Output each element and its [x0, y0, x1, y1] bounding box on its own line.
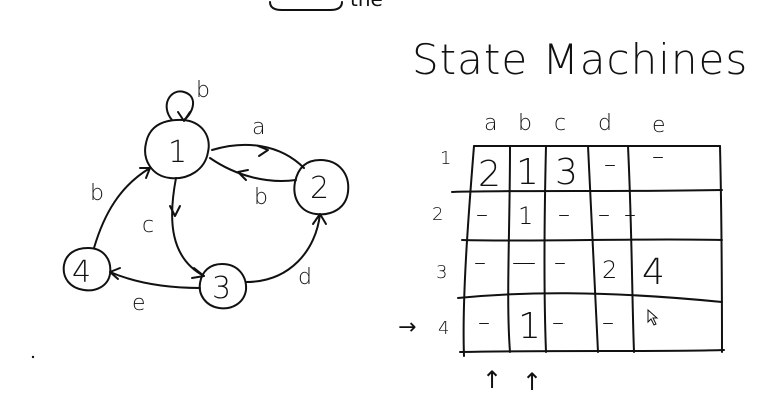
grid-line: [457, 292, 723, 303]
edge-1-to-3: c: [142, 177, 205, 279]
column-header-e: e: [652, 113, 666, 138]
row-header-2: 2: [432, 204, 443, 225]
table-cell: 2: [478, 154, 501, 195]
edge-label: a: [252, 115, 265, 140]
row-header-4: 4: [438, 318, 449, 339]
grid-line: [461, 238, 723, 242]
table-cell: 4: [642, 252, 665, 293]
state-circle: [198, 263, 248, 310]
page-title: State Machines: [412, 35, 748, 84]
edge-line: [211, 143, 305, 169]
row-header-3: 3: [436, 262, 447, 283]
grid-line: [507, 145, 511, 353]
mouse-cursor-icon: [647, 308, 659, 326]
edge-3-to-2: d: [245, 213, 327, 290]
table-cell: –: [478, 308, 490, 336]
table-cell: –: [476, 200, 488, 228]
state-node-2: 2: [293, 159, 350, 216]
column-header-b: b: [518, 111, 532, 136]
row-header-1: 1: [440, 148, 451, 169]
edge-label: b: [90, 181, 104, 206]
state-circle: [293, 159, 350, 216]
edge-line: [209, 157, 297, 182]
state-label: 3: [212, 271, 231, 306]
arrowhead: [139, 167, 151, 179]
edge-1-to-2: a: [211, 115, 305, 169]
state-node-3: 3: [198, 263, 248, 310]
arrowhead: [177, 111, 191, 122]
state-label: 4: [72, 255, 91, 290]
grid-line: [587, 145, 599, 353]
current-state-pointer: →: [398, 315, 416, 340]
column-header-a: a: [484, 111, 497, 136]
edge-label: e: [132, 291, 146, 316]
grid-line: [451, 189, 723, 193]
column-pointer-a: ↑: [482, 366, 502, 394]
state-diagram: 1 2 3 4 1 --> b 2 --> a 1 -->: [62, 78, 350, 316]
edge-2-to-1: b: [209, 157, 297, 210]
grid-line: [543, 145, 547, 353]
edge-line: [171, 177, 205, 277]
grid-line: [627, 145, 635, 353]
edge-1-to-1: b: [165, 78, 210, 122]
arrowhead: [237, 169, 249, 181]
column-header-d: d: [598, 111, 612, 136]
edge-label: b: [254, 185, 268, 210]
table-cell: 1: [518, 202, 533, 230]
edge-label: d: [298, 265, 312, 290]
state-node-1: 1: [144, 118, 210, 180]
table-cell: –: [598, 200, 610, 228]
column-header-c: c: [554, 111, 566, 136]
edge-4-to-1: b: [90, 167, 151, 249]
arrowhead: [312, 213, 327, 225]
edge-3-to-4: e: [109, 267, 201, 316]
state-label: 2: [310, 171, 329, 206]
table-cell: –: [552, 308, 564, 336]
table-cell: 2: [602, 256, 617, 284]
table-cell: —: [512, 248, 536, 276]
grid-line: [459, 349, 725, 353]
table-cell: –: [474, 248, 486, 276]
edge-label: b: [196, 78, 210, 103]
table-cell: 3: [555, 152, 578, 193]
edge-label: c: [142, 213, 154, 238]
table-cell: –: [624, 200, 636, 228]
edge-line: [93, 167, 151, 249]
arrowhead: [257, 145, 269, 157]
cropped-top-text: the: [350, 0, 383, 11]
state-node-4: 4: [62, 247, 112, 292]
table-cell: –: [604, 150, 616, 178]
state-label: 1: [168, 135, 187, 170]
table-cell: –: [602, 308, 614, 336]
edge-line: [109, 271, 201, 289]
grid-line: [462, 145, 475, 357]
table-cell: –: [652, 142, 664, 170]
transition-table: a b c d e 1 2 3 4 → 2 1 3 – – – 1 – – –: [398, 111, 725, 396]
arrowhead: [191, 267, 205, 279]
arrowhead: [109, 267, 121, 280]
state-circle: [62, 247, 112, 292]
cropped-box-remnant: [269, 1, 343, 11]
grid-line: [719, 145, 723, 353]
edge-line: [245, 213, 321, 283]
table-cell: –: [554, 248, 566, 276]
arrowhead: [169, 205, 181, 217]
stray-dot: [31, 355, 35, 359]
table-cell: 1: [516, 152, 539, 193]
state-circle: [144, 118, 210, 180]
column-pointer-b: ↑: [522, 368, 542, 396]
table-cell: 1: [518, 306, 541, 347]
table-cell: –: [558, 200, 570, 228]
